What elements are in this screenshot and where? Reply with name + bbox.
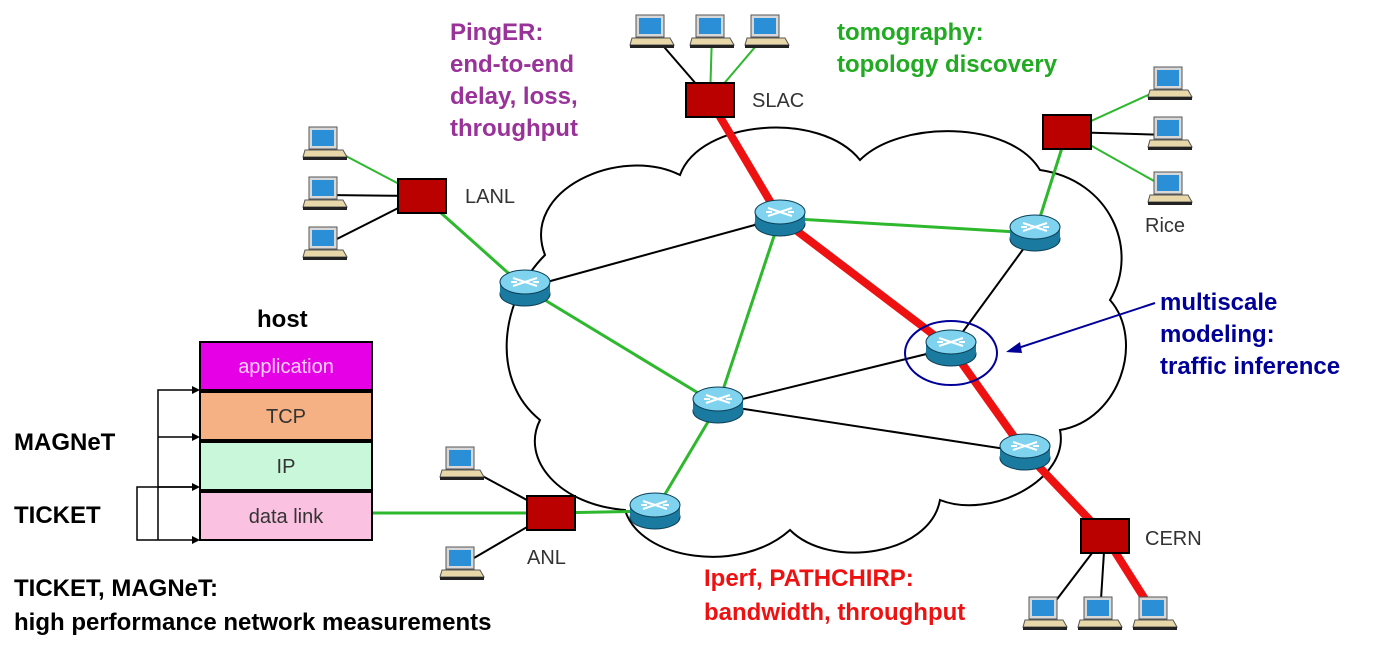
site-label-lanl: LANL [465,186,515,208]
core-link [717,347,952,406]
caption-line-1: TICKET, MAGNeT: [14,575,218,602]
caption-line-2: high performance network measurements [14,609,491,636]
tomography-line-2: topology discovery [837,51,1058,78]
stack-layer-label: TCP [266,406,306,428]
pinger-line-1: PingER: [450,19,543,46]
core-link [717,404,1026,453]
core-link [950,232,1036,349]
site-switch-slac [685,82,735,118]
computer-icon [1147,116,1193,151]
router-icon [1009,214,1061,252]
stack-layer-label: IP [277,456,296,478]
pinger-line-3: delay, loss, [450,83,578,110]
router-icon [692,386,744,424]
site-label-slac: SLAC [752,90,804,112]
multiscale-line-2: modeling: [1160,321,1275,348]
router-icon [499,269,551,307]
ticket-bracket [136,486,198,541]
router-icon [629,492,681,530]
computer-icon [1077,596,1123,631]
pinger-line-2: end-to-end [450,51,574,78]
ticket-label: TICKET [14,502,101,529]
computer-icon [629,14,675,49]
multiscale-line-1: multiscale [1160,289,1277,316]
iperf-line-2: bandwidth, throughput [704,599,965,626]
computer-icon [744,14,790,49]
bracket-arrowheads [192,386,200,544]
computer-icon [302,176,348,211]
computer-icon [1147,171,1193,206]
multiscale-arrow [1006,302,1156,353]
tomography-line-1: tomography: [837,19,984,46]
site-switch-anl [526,495,576,531]
measured-link [524,286,719,407]
computer-icon [1147,66,1193,101]
iperf-label: Iperf, PATHCHIRP: bandwidth, throughput [704,565,965,626]
multiscale-line-3: traffic inference [1160,353,1340,380]
inference-circle [904,320,998,386]
network-cloud [505,126,1127,558]
stack-layer-box [199,441,373,491]
host-title: host [257,306,308,333]
site-switch-lanl [397,178,447,214]
stack-layer-label: data link [249,506,324,528]
measured-link [716,217,782,406]
computer-icon [439,546,485,581]
computer-icon [1022,596,1068,631]
site-label-anl: ANL [527,547,566,569]
computer-icon [439,446,485,481]
router-icon [925,329,977,367]
tomography-label: tomography: topology discovery [837,19,1058,78]
pinger-line-4: throughput [450,115,578,142]
stack-layer-box [199,491,373,541]
computer-icon [1132,596,1178,631]
multiscale-label: multiscale modeling: traffic inference [1160,289,1340,380]
iperf-line-1: Iperf, PATHCHIRP: [704,565,914,592]
measured-link [779,216,1036,235]
measured-link [653,404,720,512]
stack-layer-label: application [238,356,334,378]
computer-icon [689,14,735,49]
core-link [524,217,781,289]
computer-icon [302,126,348,161]
ticket-magnet-caption: TICKET, MAGNeT: high performance network… [14,575,491,636]
site-switch-rice [1042,114,1092,150]
stack-layer-box [199,391,373,441]
stack-layer-box [199,341,373,391]
bandwidth-path [706,97,784,221]
site-switch-cern [1080,518,1130,554]
magnet-bracket [157,389,198,540]
bandwidth-path [777,214,954,352]
computer-icon [302,226,348,261]
pinger-label: PingER: end-to-end delay, loss, throughp… [450,19,578,142]
bandwidth-path [947,345,1029,455]
router-icon [999,433,1051,471]
magnet-label: MAGNeT [14,429,116,456]
site-label-rice: Rice [1145,215,1185,237]
router-icon [754,199,806,237]
site-label-cern: CERN [1145,528,1202,550]
